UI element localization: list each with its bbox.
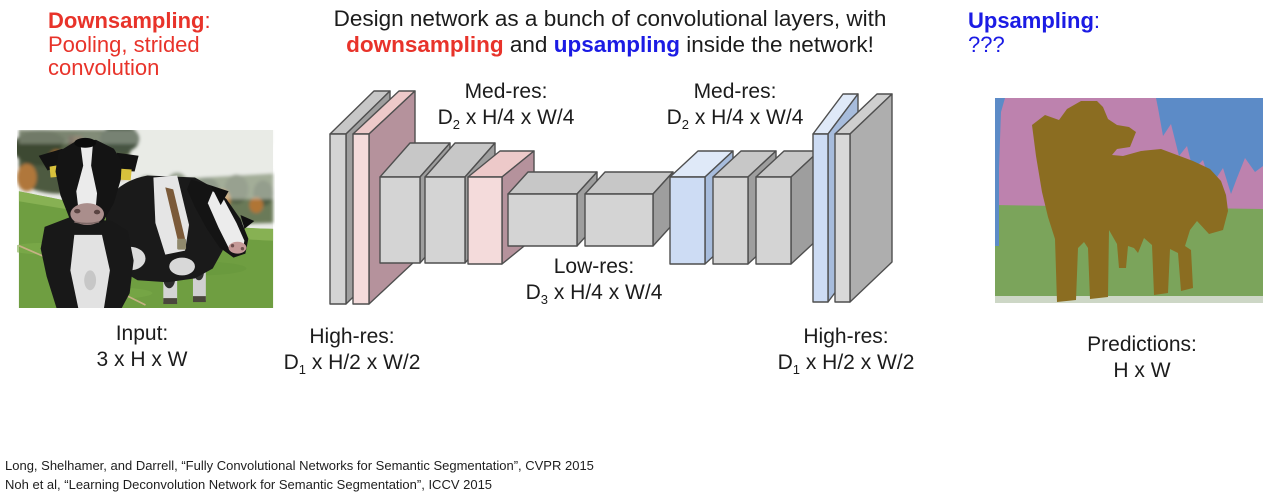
network-diagram xyxy=(329,90,893,305)
label-line: Med-res: xyxy=(464,80,548,103)
label-low-res: Low-res: D3 x H/4 x W/4 xyxy=(489,254,699,313)
prediction-image xyxy=(995,98,1263,303)
downsampling-word: downsampling xyxy=(346,32,504,57)
downsampling-note: Downsampling: Pooling, strided convoluti… xyxy=(48,9,226,80)
label-predictions: Predictions: H x W xyxy=(1037,332,1247,384)
seg-bottom-strip xyxy=(995,296,1263,303)
label-line: Predictions: xyxy=(1087,333,1197,356)
conv-lowres-2-layer xyxy=(584,171,674,247)
citation-line-1: Long, Shelhamer, and Darrell, “Fully Con… xyxy=(5,458,594,473)
label-line: High-res: xyxy=(803,325,889,348)
cow-bell xyxy=(177,238,187,250)
slide-title-line1: Design network as a bunch of convolution… xyxy=(333,6,887,31)
ear-tag xyxy=(118,168,132,181)
label-line: H x W xyxy=(1113,359,1171,382)
conv-lowres-1-layer xyxy=(507,171,598,247)
citations: Long, Shelhamer, and Darrell, “Fully Con… xyxy=(5,456,594,494)
cow-left xyxy=(38,137,139,308)
label-line: D3 x H/4 x W/4 xyxy=(525,281,663,307)
label-med-res-left: Med-res: D2 x H/4 x W/4 xyxy=(401,79,611,138)
label-line: Med-res: xyxy=(693,80,777,103)
upsampling-note-subtitle: ??? xyxy=(968,31,1005,57)
slide-title: Design network as a bunch of convolution… xyxy=(295,6,925,58)
input-image xyxy=(17,130,274,308)
cow-left-nose xyxy=(70,203,104,225)
label-line: D2 x H/4 x W/4 xyxy=(666,106,804,132)
upsampling-note-title: Upsampling: xyxy=(968,8,1101,33)
seg-sky-region xyxy=(1156,98,1263,194)
conv-medres-4-layer xyxy=(755,150,820,265)
conv-hires-2-layer xyxy=(834,93,893,303)
label-line: Low-res: xyxy=(553,255,635,278)
label-line: High-res: xyxy=(309,325,395,348)
citation-line-2: Noh et al, “Learning Deconvolution Netwo… xyxy=(5,477,493,492)
label-input: Input: 3 x H x W xyxy=(37,321,247,373)
label-med-res-right: Med-res: D2 x H/4 x W/4 xyxy=(630,79,840,138)
label-line: D1 x H/2 x W/2 xyxy=(283,351,421,377)
upsampling-word: upsampling xyxy=(553,32,680,57)
label-high-res-left: High-res: D1 x H/2 x W/2 xyxy=(247,324,457,383)
label-line: D1 x H/2 x W/2 xyxy=(777,351,915,377)
label-line: Input: xyxy=(115,322,169,345)
label-high-res-right: High-res: D1 x H/2 x W/2 xyxy=(741,324,951,383)
label-line: 3 x H x W xyxy=(96,348,188,371)
cow-right xyxy=(105,175,255,305)
downsampling-note-title: Downsampling: xyxy=(48,8,211,33)
cow-collar xyxy=(165,187,186,242)
label-line: D2 x H/4 x W/4 xyxy=(437,106,575,132)
seg-cow-region xyxy=(1032,101,1228,302)
seg-sky-edge-strip xyxy=(995,98,1005,246)
slide-title-line2: downsampling and upsampling inside the n… xyxy=(346,32,874,57)
downsampling-note-subtitle: Pooling, strided convolution xyxy=(48,31,200,80)
upsampling-note: Upsampling: ??? xyxy=(968,9,1188,56)
